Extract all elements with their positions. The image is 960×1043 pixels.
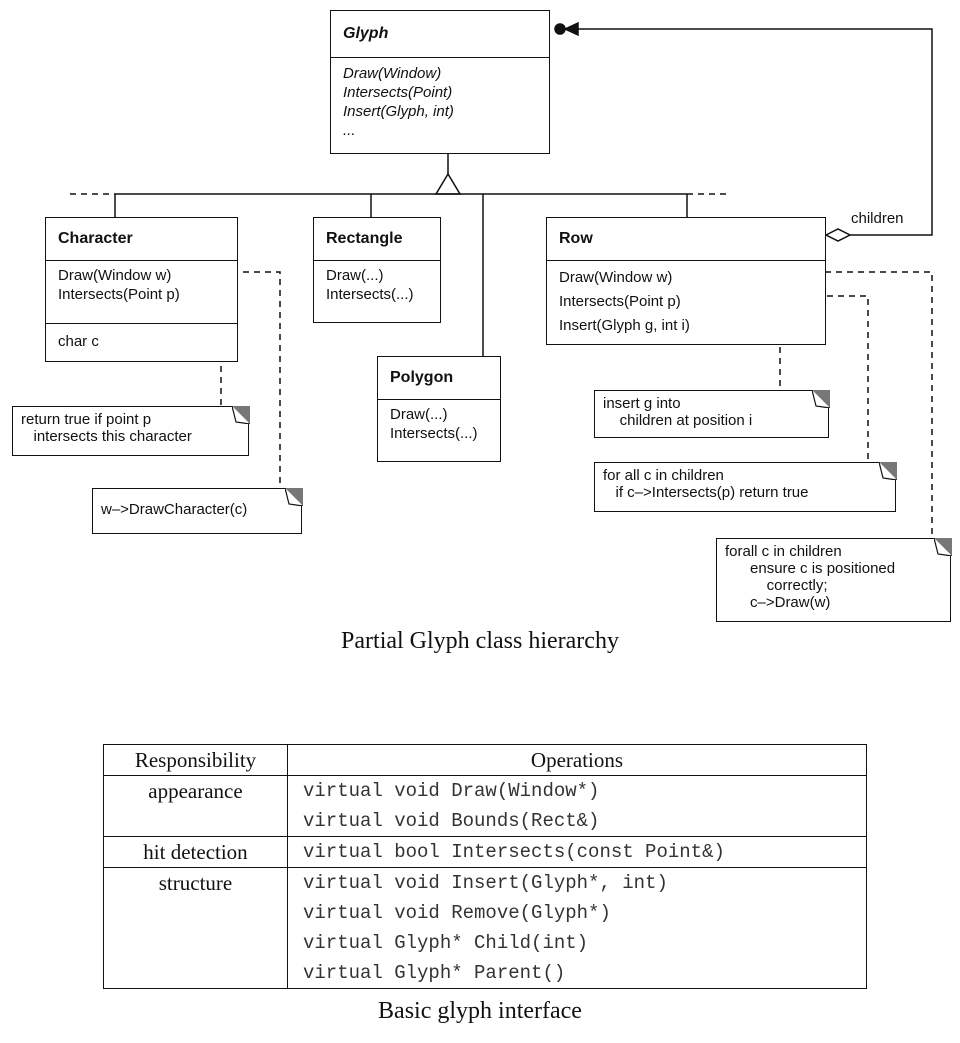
- operation-cell: virtual void Draw(Window*): [303, 780, 600, 802]
- operation: ...: [343, 122, 356, 139]
- operation: Draw(...): [390, 406, 448, 423]
- note-line: ensure c is positioned: [725, 560, 896, 577]
- operation: Insert(Glyph, int): [343, 103, 454, 120]
- association-arrowhead: [563, 21, 579, 37]
- operation: Draw(Window): [343, 65, 442, 82]
- operation-cell: virtual void Insert(Glyph*, int): [303, 872, 668, 894]
- diagram-caption: Partial Glyph class hierarchy: [341, 628, 619, 654]
- note-line: children at position i: [603, 412, 753, 429]
- class-operations: Draw(Window w) Intersects(Point p): [46, 260, 237, 323]
- note-row-insert: insert g into children at position i: [594, 389, 830, 438]
- class-name: Rectangle: [326, 230, 403, 247]
- note-line: c–>Draw(w): [725, 594, 831, 611]
- note-character-draw: w–>DrawCharacter(c): [92, 487, 303, 534]
- class-row: Row Draw(Window w) Intersects(Point p) I…: [546, 217, 826, 345]
- class-name: Polygon: [390, 369, 454, 386]
- class-polygon: Polygon Draw(...) Intersects(...): [377, 356, 501, 462]
- note-line: w–>DrawCharacter(c): [101, 501, 248, 518]
- class-character: Character Draw(Window w) Intersects(Poin…: [45, 217, 238, 362]
- note-line: correctly;: [725, 577, 828, 594]
- table-header-row: Responsibility Operations: [103, 744, 867, 776]
- table-caption: Basic glyph interface: [378, 998, 582, 1024]
- responsibility-cell: hit detection: [143, 840, 248, 864]
- class-glyph: Glyph Draw(Window) Intersects(Point) Ins…: [330, 10, 550, 154]
- operation-cell: virtual bool Intersects(const Point&): [303, 841, 725, 863]
- class-rectangle: Rectangle Draw(...) Intersects(...): [313, 217, 441, 323]
- operation-cell: virtual Glyph* Child(int): [303, 932, 589, 954]
- note-row-draw: forall c in children ensure c is positio…: [716, 537, 952, 622]
- class-name: Character: [58, 230, 133, 247]
- note-line: forall c in children: [725, 543, 842, 560]
- class-operations: Draw(...) Intersects(...): [378, 399, 500, 449]
- operation: Draw(Window w): [58, 267, 172, 284]
- header-responsibility: Responsibility: [103, 744, 288, 776]
- class-name: Glyph: [343, 25, 389, 42]
- children-label: children: [851, 210, 904, 227]
- operation: Draw(Window w): [559, 269, 673, 286]
- note-line: for all c in children: [603, 467, 724, 484]
- note-line: intersects this character: [21, 428, 192, 445]
- note-line: insert g into: [603, 395, 681, 412]
- operation: Insert(Glyph g, int i): [559, 317, 690, 334]
- aggregation-diamond: [824, 228, 852, 242]
- class-operations: Draw(Window) Intersects(Point) Insert(Gl…: [331, 57, 549, 146]
- glyph-interface-table: Responsibility Operations appearance vir…: [103, 744, 867, 989]
- operation: Intersects(Point p): [58, 286, 180, 303]
- attribute: char c: [58, 333, 99, 350]
- table-row: appearance virtual void Draw(Window*) vi…: [103, 775, 867, 837]
- note-character-intersects: return true if point p intersects this c…: [12, 405, 250, 456]
- operation-cell: virtual void Remove(Glyph*): [303, 902, 611, 924]
- inheritance-triangle: [434, 172, 462, 195]
- class-operations: Draw(...) Intersects(...): [314, 260, 440, 310]
- operation: Intersects(Point): [343, 84, 453, 101]
- note-line: if c–>Intersects(p) return true: [603, 484, 809, 501]
- operation-cell: virtual void Bounds(Rect&): [303, 810, 600, 832]
- operation: Intersects(...): [390, 425, 478, 442]
- table-row: hit detection virtual bool Intersects(co…: [103, 836, 867, 868]
- operation-cell: virtual Glyph* Parent(): [303, 962, 566, 984]
- operation: Draw(...): [326, 267, 384, 284]
- class-attributes: char c: [46, 323, 237, 359]
- operation: Intersects(Point p): [559, 293, 681, 310]
- note-line: return true if point p: [21, 411, 152, 428]
- responsibility-cell: appearance: [148, 779, 243, 803]
- operation: Intersects(...): [326, 286, 414, 303]
- class-name: Row: [559, 230, 593, 247]
- responsibility-cell: structure: [158, 871, 233, 895]
- children-association: [578, 28, 933, 236]
- note-row-intersects: for all c in children if c–>Intersects(p…: [594, 461, 897, 512]
- table-row: structure virtual void Insert(Glyph*, in…: [103, 867, 867, 989]
- class-operations: Draw(Window w) Intersects(Point p) Inser…: [547, 260, 825, 344]
- header-operations: Operations: [287, 744, 867, 776]
